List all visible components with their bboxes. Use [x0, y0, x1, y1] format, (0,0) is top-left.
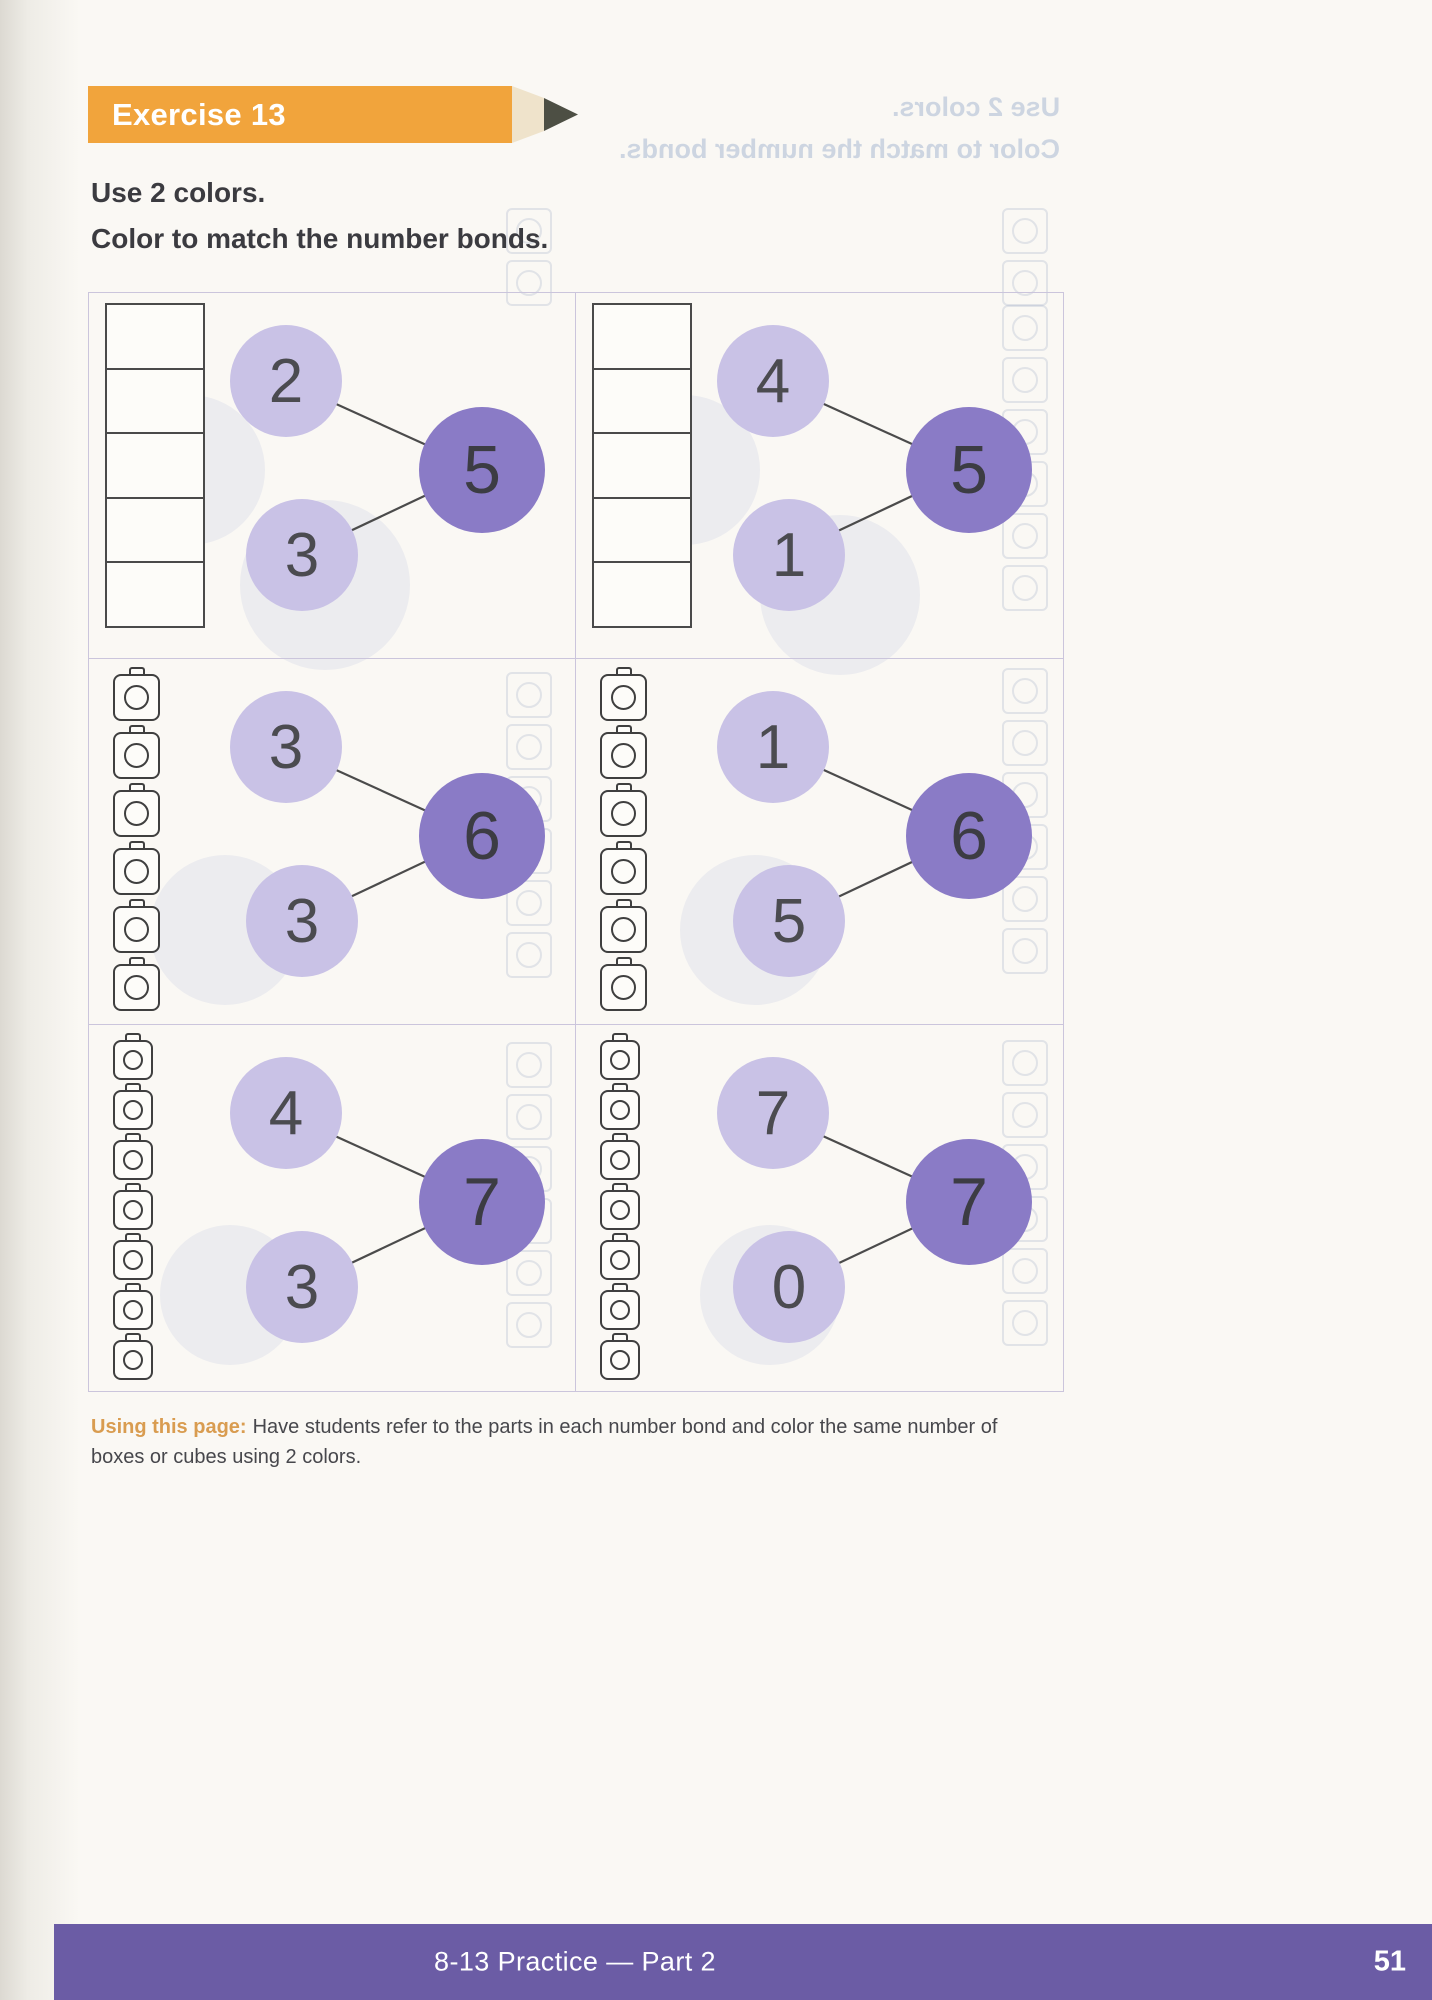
whole-number: 5: [950, 432, 988, 508]
whole-circle: 5: [906, 407, 1032, 533]
cube-tower: [600, 667, 647, 1015]
cube-tower: [113, 1033, 153, 1383]
exercise-grid: 2 3 5 4 1 5 3 3 6: [88, 292, 1064, 1392]
exercise-banner: Exercise 13: [88, 86, 512, 143]
box-tower: [592, 303, 692, 628]
page-number: 51: [1373, 1945, 1406, 1978]
part-number: 3: [284, 520, 320, 590]
whole-circle: 7: [906, 1139, 1032, 1265]
whole-number: 7: [463, 1164, 501, 1240]
part-circle-bottom: 3: [246, 499, 358, 611]
usage-note: Using this page:Have students refer to t…: [91, 1412, 1041, 1472]
whole-circle: 6: [906, 773, 1032, 899]
instruction-line: Use 2 colors.: [91, 177, 266, 208]
instruction-line: Color to match the number bonds.: [91, 223, 549, 254]
part-circle-top: 7: [717, 1057, 829, 1169]
whole-number: 6: [463, 798, 501, 874]
part-circle-bottom: 3: [246, 1231, 358, 1343]
part-number: 3: [284, 886, 320, 956]
number-bond-cell-4: 1 5 6: [576, 659, 1063, 1025]
part-circle-top: 4: [230, 1057, 342, 1169]
number-bond-cell-1: 2 3 5: [89, 293, 576, 659]
exercise-title: Exercise 13: [112, 96, 286, 132]
usage-note-text: Have students refer to the parts in each…: [91, 1416, 998, 1468]
cube-tower: [600, 1033, 640, 1383]
part-number: 3: [268, 712, 304, 782]
part-number: 1: [755, 712, 791, 782]
whole-number: 6: [950, 798, 988, 874]
whole-circle: 6: [419, 773, 545, 899]
part-number: 0: [771, 1252, 807, 1322]
ghost-mirrored-text: Color to match the number bonds.: [618, 134, 1060, 164]
cube-tower: [113, 667, 160, 1015]
ghost-mirrored-text: Use 2 colors.: [891, 92, 1060, 122]
part-circle-top: 4: [717, 325, 829, 437]
part-number: 4: [755, 346, 791, 416]
whole-number: 7: [950, 1164, 988, 1240]
part-number: 2: [268, 346, 304, 416]
part-circle-top: 1: [717, 691, 829, 803]
number-bond-cell-5: 4 3 7: [89, 1025, 576, 1391]
number-bond-cell-3: 3 3 6: [89, 659, 576, 1025]
bottom-bar: 8-13 Practice — Part 2 51: [54, 1924, 1432, 2000]
part-number: 3: [284, 1252, 320, 1322]
part-circle-bottom: 5: [733, 865, 845, 977]
usage-note-lead: Using this page:: [91, 1416, 247, 1438]
instructions: Use 2 colors. Color to match the number …: [91, 170, 548, 262]
whole-number: 5: [463, 432, 501, 508]
part-circle-bottom: 3: [246, 865, 358, 977]
part-number: 1: [771, 520, 807, 590]
part-circle-top: 3: [230, 691, 342, 803]
practice-label: 8-13 Practice — Part 2: [434, 1946, 716, 1977]
whole-circle: 7: [419, 1139, 545, 1265]
part-number: 7: [755, 1078, 791, 1148]
part-number: 5: [771, 886, 807, 956]
whole-circle: 5: [419, 407, 545, 533]
number-bond-cell-6: 7 0 7: [576, 1025, 1063, 1391]
part-number: 4: [268, 1078, 304, 1148]
box-tower: [105, 303, 205, 628]
pencil-icon: [512, 86, 578, 143]
number-bond-cell-2: 4 1 5: [576, 293, 1063, 659]
part-circle-bottom: 1: [733, 499, 845, 611]
part-circle-top: 2: [230, 325, 342, 437]
page-edge-shadow: [0, 0, 80, 2000]
part-circle-bottom: 0: [733, 1231, 845, 1343]
